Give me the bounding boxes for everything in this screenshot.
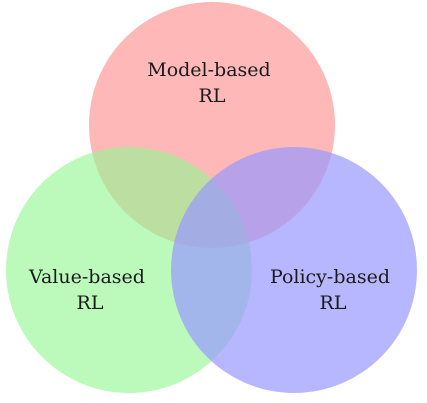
policy-based-label-line1: Policy-based	[270, 266, 390, 288]
value-based-label-line1: Value-based	[28, 266, 145, 288]
value-based-label-line2: RL	[77, 292, 104, 314]
circles-group	[6, 2, 417, 393]
labels-group: Model-based RL Value-based RL Policy-bas…	[28, 59, 396, 314]
policy-based-circle	[171, 147, 417, 393]
model-based-label-line2: RL	[199, 85, 226, 107]
model-based-label-line1: Model-based	[147, 59, 270, 81]
model-based-label: Model-based RL	[147, 59, 277, 107]
policy-based-label: Policy-based RL	[270, 266, 396, 314]
policy-based-label-line2: RL	[320, 292, 347, 314]
value-based-label: Value-based RL	[28, 266, 151, 314]
